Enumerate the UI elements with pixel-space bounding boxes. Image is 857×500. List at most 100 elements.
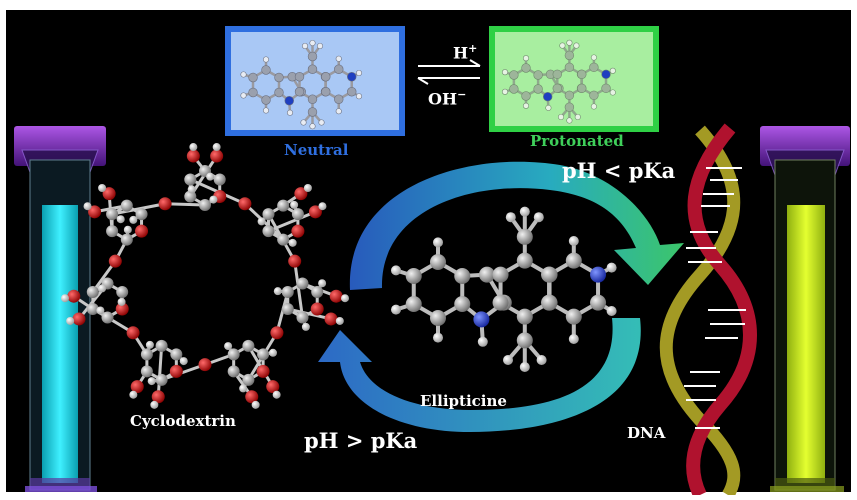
oxygen-atom bbox=[310, 302, 324, 316]
carbon-atom bbox=[274, 87, 284, 98]
neutral-caption: Neutral bbox=[284, 141, 349, 159]
oxygen-atom bbox=[291, 224, 305, 238]
oxygen-atom bbox=[130, 380, 144, 394]
oxygen-atom bbox=[270, 326, 284, 340]
h-plus-label: H+ bbox=[453, 42, 477, 62]
carbon-atom bbox=[277, 233, 290, 246]
carbon-atom bbox=[577, 69, 587, 80]
hydrogen-atom bbox=[557, 113, 565, 121]
carbon-atom bbox=[589, 90, 599, 101]
hydrogen-atom bbox=[145, 340, 154, 349]
carbon-atom bbox=[492, 266, 509, 283]
carbon-atom bbox=[307, 51, 318, 62]
hydrogen-atom bbox=[209, 195, 218, 204]
carbon-atom bbox=[262, 208, 275, 221]
carbon-atom bbox=[334, 64, 344, 74]
hydrogen-atom bbox=[309, 123, 316, 130]
h-plus-base: H bbox=[453, 43, 469, 63]
carbon-atom bbox=[213, 173, 226, 186]
hydrogen-atom bbox=[262, 107, 270, 114]
hydrogen-atom bbox=[477, 336, 488, 347]
carbon-atom bbox=[565, 252, 582, 269]
hydrogen-atom bbox=[519, 206, 530, 217]
neutral-molecule-icon bbox=[240, 39, 363, 130]
carbon-atom bbox=[135, 208, 148, 221]
hydrogen-atom bbox=[318, 119, 325, 126]
hydrogen-atom bbox=[391, 265, 401, 276]
hydrogen-atom bbox=[503, 355, 513, 365]
cyclodextrin-label: Cyclodextrin bbox=[130, 412, 236, 430]
carbon-atom bbox=[405, 296, 422, 312]
nitrogen-atom bbox=[473, 311, 490, 328]
hydrogen-atom bbox=[545, 104, 552, 111]
protonated-molecule-icon bbox=[501, 39, 616, 124]
hydrogen-atom bbox=[522, 102, 530, 109]
oxygen-atom bbox=[256, 364, 270, 378]
hydrogen-atom bbox=[272, 390, 281, 399]
carbon-atom bbox=[120, 233, 133, 246]
hydrogen-atom bbox=[290, 200, 299, 209]
carbon-atom bbox=[533, 70, 543, 80]
bond-line bbox=[293, 259, 304, 319]
carbon-atom bbox=[281, 285, 294, 298]
nitrogen-atom bbox=[542, 91, 553, 102]
hydrogen-atom bbox=[533, 212, 544, 223]
carbon-atom bbox=[454, 296, 471, 312]
hydrogen-atom bbox=[316, 42, 324, 50]
oxygen-atom bbox=[186, 149, 200, 163]
carbon-atom bbox=[281, 302, 294, 315]
carbon-atom bbox=[106, 208, 119, 221]
hydrogen-atom bbox=[212, 143, 221, 152]
hydrogen-atom bbox=[66, 316, 75, 325]
carbon-atom bbox=[590, 294, 607, 311]
carbon-atom bbox=[277, 199, 290, 212]
oxygen-atom bbox=[108, 254, 122, 268]
hydrogen-atom bbox=[187, 185, 196, 194]
hydrogen-atom bbox=[61, 294, 70, 303]
oxygen-atom bbox=[324, 312, 338, 326]
cycle-arrow-top bbox=[349, 161, 684, 290]
oxygen-atom bbox=[245, 390, 259, 404]
carbon-atom bbox=[242, 373, 255, 386]
carbon-atom bbox=[307, 64, 318, 74]
hydrogen-atom bbox=[606, 306, 617, 316]
hydrogen-atom bbox=[568, 236, 579, 246]
hydrogen-atom bbox=[566, 39, 573, 46]
carbon-atom bbox=[291, 208, 304, 221]
carbon-atom bbox=[311, 285, 324, 298]
hydrogen-atom bbox=[301, 42, 309, 50]
oxygen-atom bbox=[115, 302, 129, 316]
ph-less-than-pka-label: pH < pKa bbox=[562, 158, 676, 183]
right-cuvette-icon bbox=[760, 126, 850, 492]
carbon-atom bbox=[120, 199, 133, 212]
oxygen-atom bbox=[135, 224, 149, 238]
equilibrium-arrows-icon bbox=[417, 59, 481, 85]
hydrogen-atom bbox=[129, 215, 138, 224]
oxygen-atom bbox=[288, 254, 302, 268]
carbon-atom bbox=[294, 87, 305, 97]
carbon-atom bbox=[184, 190, 197, 203]
hydrogen-atom bbox=[189, 143, 198, 152]
carbon-atom bbox=[170, 348, 183, 361]
hydrogen-atom bbox=[240, 92, 247, 99]
hydrogen-atom bbox=[522, 55, 530, 62]
oxygen-atom bbox=[238, 197, 252, 211]
dna-helix-icon bbox=[659, 123, 757, 499]
hydrogen-atom bbox=[150, 400, 159, 409]
bond-line bbox=[160, 363, 207, 382]
hydrogen-atom bbox=[116, 215, 125, 224]
carbon-atom bbox=[564, 62, 575, 73]
carbon-atom bbox=[321, 87, 331, 97]
hydrogen-atom bbox=[606, 262, 617, 273]
hydrogen-atom bbox=[309, 39, 316, 47]
carbon-atom bbox=[552, 69, 562, 80]
hydrogen-atom bbox=[590, 103, 597, 110]
hydrogen-atom bbox=[83, 202, 92, 211]
hydrogen-atom bbox=[301, 322, 310, 331]
carbon-atom bbox=[101, 311, 114, 324]
carbon-atom bbox=[86, 285, 99, 298]
hydrogen-atom bbox=[318, 202, 327, 211]
hydrogen-atom bbox=[335, 108, 342, 115]
oxygen-atom bbox=[72, 312, 86, 326]
carbon-atom bbox=[405, 268, 422, 284]
